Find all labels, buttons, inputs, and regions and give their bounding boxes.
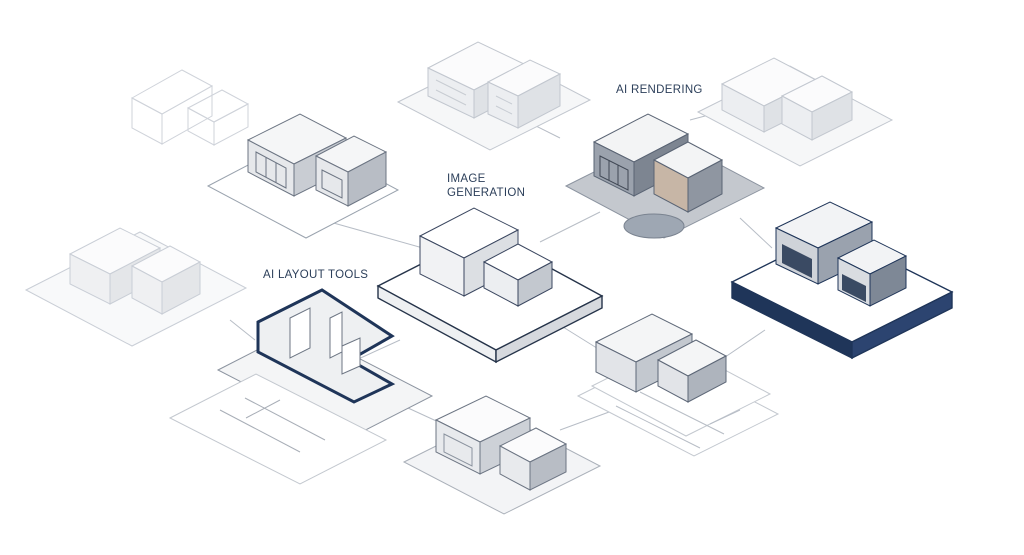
label-ai-layout-tools-text: AI LAYOUT TOOLS (263, 269, 369, 281)
label-image-generation-line2: GENERATION (447, 187, 526, 199)
label-ai-rendering: AI RENDERING (616, 83, 703, 97)
layout-floorplan-model (168, 288, 434, 485)
label-ai-layout-tools: AI LAYOUT TOOLS (263, 268, 368, 282)
connector (229, 319, 256, 341)
house-upper-left (206, 113, 400, 239)
house-dark-highlighted (730, 201, 954, 360)
label-image-generation: IMAGE GENERATION (447, 172, 525, 200)
label-ai-rendering-text: AI RENDERING (616, 84, 703, 96)
sketch-house-top-right (696, 57, 894, 167)
wireframe-house-far-left (130, 69, 250, 146)
house-image-generation (376, 207, 604, 364)
sketch-house-top-center (396, 41, 592, 151)
connector (539, 211, 601, 243)
connector (329, 221, 431, 251)
connector (739, 217, 773, 249)
label-image-generation-line1: IMAGE (447, 173, 486, 185)
house-lower-right (576, 313, 780, 457)
sketch-house-left (24, 227, 248, 347)
house-bottom-center (402, 395, 602, 515)
house-ai-rendering (564, 113, 766, 239)
